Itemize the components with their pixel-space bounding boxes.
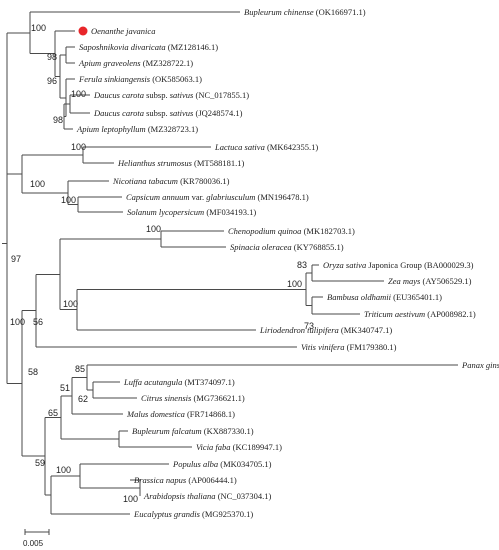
support-value: 83	[297, 260, 307, 270]
support-value: 85	[75, 364, 85, 374]
scale-bar-label: 0.005	[23, 539, 44, 548]
taxon-label: Populus alba (MK034705.1)	[172, 459, 272, 469]
taxon-label: Oenanthe javanica	[91, 26, 155, 36]
taxon-label: Bambusa oldhamii (EU365401.1)	[327, 292, 442, 302]
red-circle-marker	[78, 26, 88, 36]
taxon-label: Apium graveolens (MZ328722.1)	[78, 58, 193, 68]
taxon-label: Brassica napus (AP006444.1)	[134, 475, 237, 485]
taxon-label: Solanum lycopersicum (MF034193.1)	[127, 207, 256, 217]
support-value: 65	[48, 408, 58, 418]
taxon-label: Citrus sinensis (MG736621.1)	[141, 393, 245, 403]
tree-branches	[2, 11, 458, 515]
support-value: 62	[78, 394, 88, 404]
taxon-label: Bupleurum falcatum (KX887330.1)	[132, 426, 254, 436]
taxon-label: Vitis vinifera (FM179380.1)	[301, 342, 397, 352]
taxon-label: Apium leptophyllum (MZ328723.1)	[76, 124, 198, 134]
taxon-label: Bupleurum chinense (OK166971.1)	[244, 7, 366, 17]
support-value: 100	[61, 195, 76, 205]
support-value: 100	[31, 23, 46, 33]
support-value: 100	[287, 279, 302, 289]
taxon-label: Saposhnikovia divaricata (MZ128146.1)	[79, 42, 218, 52]
taxon-labels: Bupleurum chinense (OK166971.1) Oenanthe …	[76, 7, 499, 519]
support-value: 100	[71, 142, 86, 152]
support-value: 73	[304, 321, 314, 331]
support-value: 58	[28, 367, 38, 377]
scale-bar: 0.005	[23, 529, 50, 548]
taxon-label: Helianthus strumosus (MT588181.1)	[117, 158, 245, 168]
support-value: 100	[30, 179, 45, 189]
taxon-label: Luffa acutangula (MT374097.1)	[123, 377, 235, 387]
support-value: 59	[35, 458, 45, 468]
support-value: 100	[71, 89, 86, 99]
taxon-label: Triticum aestivum (AP008982.1)	[364, 309, 476, 319]
support-value: 51	[60, 383, 70, 393]
taxon-label: Nicotiana tabacum (KR780036.1)	[112, 176, 230, 186]
support-value: 98	[47, 52, 57, 62]
taxon-label: Daucus carota subsp. sativus (JQ248574.1…	[93, 108, 243, 118]
taxon-label: Daucus carota subsp. sativus (NC_017855.…	[93, 90, 249, 100]
taxon-label: Eucalyptus grandis (MG925370.1)	[133, 509, 253, 519]
taxon-label: Capsicum annuum var. glabriusculum (MN19…	[126, 192, 309, 202]
support-value: 100	[10, 317, 25, 327]
support-value: 98	[53, 115, 63, 125]
taxon-label: Panax ginseng (KF735063.1)	[461, 360, 499, 370]
taxon-label: Malus domestica (FR714868.1)	[126, 409, 235, 419]
taxon-label: Zea mays (AY506529.1)	[388, 276, 472, 286]
support-value: 96	[47, 76, 57, 86]
taxon-label: Oryza sativa Japonica Group (BA000029.3)	[323, 260, 474, 270]
taxon-label: Chenopodium quinoa (MK182703.1)	[228, 226, 355, 236]
support-value: 100	[56, 465, 71, 475]
taxon-label: Lactuca sativa (MK642355.1)	[214, 142, 318, 152]
taxon-label: Ferula sinkiangensis (OK585063.1)	[78, 74, 202, 84]
taxon-label: Arabidopsis thaliana (NC_037304.1)	[143, 491, 271, 501]
support-value: 97	[11, 254, 21, 264]
taxon-label: Spinacia oleracea (KY768855.1)	[230, 242, 344, 252]
taxon-label: Vicia faba (KC189947.1)	[196, 442, 282, 452]
support-value: 100	[123, 494, 138, 504]
support-value: 56	[33, 317, 43, 327]
taxon-label: Liriodendron tulipifera (MK340747.1)	[259, 325, 392, 335]
support-value: 100	[63, 299, 78, 309]
support-values: 100 98 96 100 98 100 100 100 100 83 100 73 100 97 100 5…	[10, 23, 314, 504]
support-value: 100	[146, 224, 161, 234]
